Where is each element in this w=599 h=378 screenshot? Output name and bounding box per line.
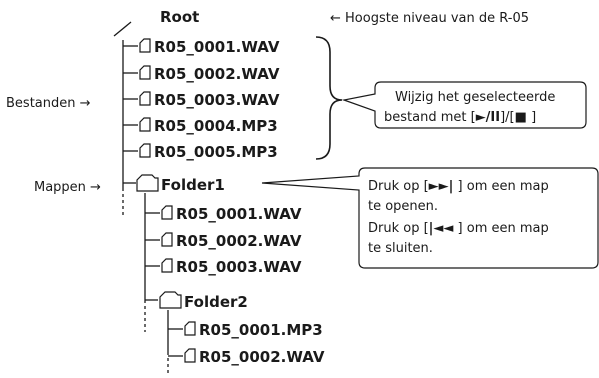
file-icon (139, 117, 151, 132)
callout-files-text: ] (527, 110, 536, 125)
callout-files-text: bestand met [ (384, 110, 476, 125)
callout-folders-text: Druk op [ (368, 221, 429, 236)
prev-track-icon: |◄◄ (429, 221, 454, 236)
root-file-2: R05_0002.WAV (139, 65, 280, 83)
file-name: R05_0003.WAV (176, 258, 302, 276)
file-name: R05_0002.WAV (176, 232, 302, 250)
callout-folders-text: Druk op [ (368, 179, 429, 194)
folder1-file-3: R05_0003.WAV (161, 258, 302, 276)
callout-folders-line3: Druk op [|◄◄ ] om een map (368, 221, 549, 236)
files-side-label: Bestanden → (6, 96, 91, 111)
callout-folders-line1: Druk op [►►| ] om een map (368, 179, 549, 194)
callout-folders-line2: te openen. (368, 199, 438, 214)
folder-icon (159, 291, 182, 309)
file-icon (184, 348, 196, 363)
folder1: Folder1 (136, 174, 225, 194)
callout-files-line2: bestand met [►/II]/[■ ] (384, 110, 536, 125)
root-file-4: R05_0004.MP3 (139, 117, 278, 135)
file-name: R05_0002.WAV (199, 348, 325, 366)
brace-icon (315, 36, 343, 160)
folders-side-label: Mappen → (34, 180, 101, 195)
file-icon (161, 258, 173, 273)
file-icon (184, 321, 196, 336)
play-pause-icon: ►/II (476, 110, 500, 125)
file-name: R05_0001.WAV (154, 38, 280, 56)
tree-lines (113, 21, 183, 376)
file-name: R05_0002.WAV (154, 65, 280, 83)
callout-folders-text: ] om een map (453, 221, 548, 236)
file-icon (139, 143, 151, 158)
root-label: Root (160, 8, 199, 26)
callout-files-line1: Wijzig het geselecteerde (395, 90, 555, 105)
callout-bubble-icon (341, 81, 587, 129)
file-name: R05_0005.MP3 (154, 143, 278, 161)
file-icon (139, 65, 151, 80)
file-name: R05_0001.MP3 (199, 321, 323, 339)
root-file-1: R05_0001.WAV (139, 38, 280, 56)
callout-folders-text: ] om een map (453, 179, 548, 194)
folder1-label: Folder1 (161, 176, 225, 194)
folder1-file-1: R05_0001.WAV (161, 205, 302, 223)
file-name: R05_0003.WAV (154, 91, 280, 109)
folder2-file-2: R05_0002.WAV (184, 348, 325, 366)
folder2-file-1: R05_0001.MP3 (184, 321, 323, 339)
file-name: R05_0004.MP3 (154, 117, 278, 135)
folder2: Folder2 (159, 291, 248, 311)
next-track-icon: ►►| (429, 179, 454, 194)
callout-folders-line4: te sluiten. (368, 241, 433, 256)
callout-files-text: ]/[ (500, 110, 515, 125)
root-file-5: R05_0005.MP3 (139, 143, 278, 161)
file-icon (139, 91, 151, 106)
file-icon (161, 205, 173, 220)
root-note: ← Hoogste niveau van de R-05 (330, 11, 529, 26)
folder2-label: Folder2 (184, 293, 248, 311)
file-name: R05_0001.WAV (176, 205, 302, 223)
root-connector (113, 21, 132, 37)
stop-icon: ■ (515, 110, 527, 125)
folder1-file-2: R05_0002.WAV (161, 232, 302, 250)
root-file-3: R05_0003.WAV (139, 91, 280, 109)
file-icon (139, 38, 151, 53)
file-icon (161, 232, 173, 247)
folder-icon (136, 174, 159, 192)
callout-bubble-icon (261, 167, 599, 269)
